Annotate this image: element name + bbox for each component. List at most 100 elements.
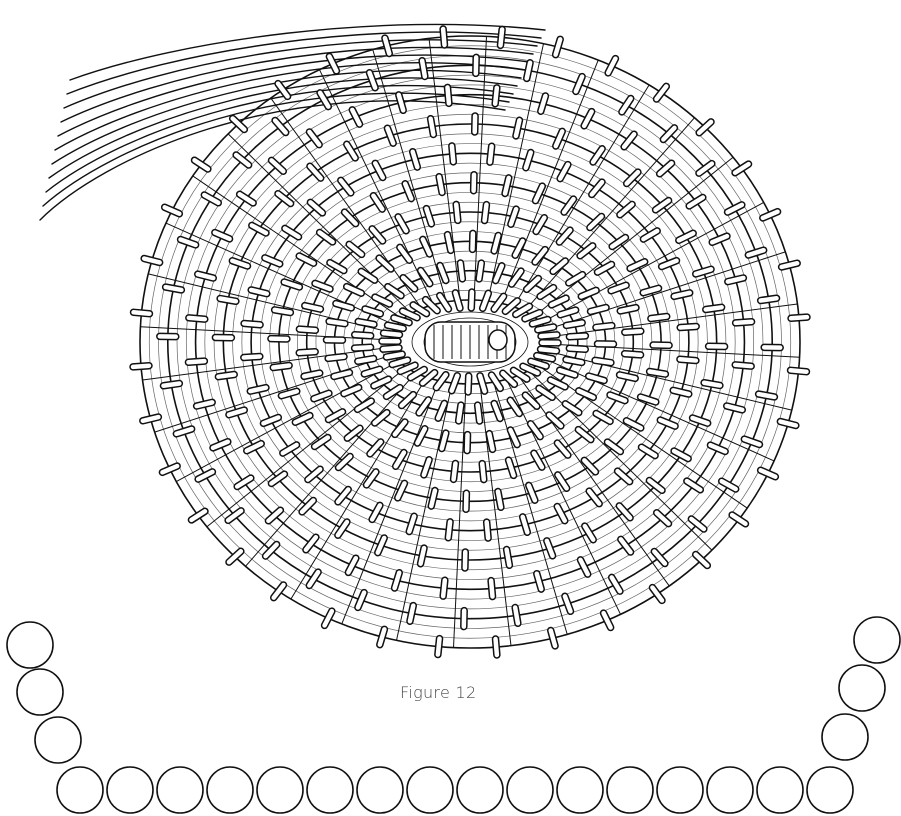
stitch (376, 626, 388, 649)
stitch (469, 230, 476, 252)
stitch (594, 341, 616, 347)
stitch (677, 323, 699, 330)
stitch (652, 82, 670, 103)
stitch (270, 581, 288, 602)
stitch (563, 319, 586, 329)
stitch (723, 402, 746, 413)
stitch (576, 556, 591, 578)
border-circle (307, 767, 353, 813)
stitch (394, 213, 410, 235)
border-circle (507, 767, 553, 813)
stitch (476, 260, 485, 283)
stitch (552, 36, 564, 59)
stitch (366, 69, 379, 92)
border-circle (17, 669, 63, 715)
stitch (503, 546, 513, 569)
stitch (724, 274, 747, 285)
stitch (344, 554, 360, 576)
stitch (370, 408, 391, 427)
stitch (380, 345, 402, 353)
stitch (352, 332, 374, 339)
stitch (332, 300, 355, 312)
stitch (427, 115, 437, 138)
stitch (326, 259, 348, 275)
stitch (677, 356, 699, 364)
stitch (474, 402, 483, 425)
stitch (435, 635, 443, 658)
stitch (368, 501, 384, 523)
stitch (193, 399, 216, 410)
stitch (268, 336, 290, 342)
stitch (194, 271, 217, 282)
stitch (675, 229, 697, 244)
stitch (530, 449, 546, 471)
stitch (732, 362, 754, 370)
stitch (343, 140, 360, 162)
stitch (267, 470, 288, 488)
stitch-line (246, 373, 416, 567)
stitch (457, 260, 466, 283)
border-circle (157, 767, 203, 813)
stitch (160, 380, 183, 389)
stitch (522, 149, 534, 172)
stitch (539, 340, 561, 346)
stitch (215, 371, 238, 380)
stitch (209, 438, 232, 452)
stitch-line (480, 384, 511, 646)
stitch-line (549, 304, 797, 337)
stitch (296, 326, 318, 334)
stitch (670, 387, 693, 398)
stitch (671, 289, 694, 300)
stitch (537, 92, 549, 115)
stitch (413, 425, 428, 447)
border-circle (57, 767, 103, 813)
stitch (270, 362, 293, 371)
stitch (354, 589, 368, 612)
stitch (606, 391, 629, 404)
stitch (324, 408, 346, 424)
stitch (659, 124, 679, 144)
stitch (732, 319, 754, 327)
stitch (617, 535, 635, 556)
stitch (187, 507, 209, 524)
stitch (651, 196, 672, 214)
stitch (695, 159, 716, 177)
stitch (261, 254, 284, 268)
stitch (620, 130, 638, 151)
stitch (295, 252, 317, 267)
stitch (708, 232, 731, 246)
stitch (381, 34, 393, 57)
stitch (423, 205, 436, 228)
stitch (757, 466, 780, 480)
stitch (622, 417, 644, 432)
stitch (280, 278, 303, 290)
stitch (229, 257, 252, 270)
figure-caption: Figure 12 (400, 681, 520, 705)
border-circle (707, 767, 753, 813)
stitch (343, 283, 366, 297)
stitch (707, 441, 730, 455)
stitch (298, 496, 318, 516)
stitch (321, 607, 336, 629)
stitch (392, 448, 408, 470)
stitch (401, 180, 415, 203)
stitch (471, 172, 478, 194)
stitch (592, 357, 615, 366)
stitch (296, 349, 318, 356)
stitch (440, 577, 448, 600)
stitch (159, 462, 182, 476)
stitch (325, 353, 348, 361)
stitch (755, 391, 778, 401)
stitch (505, 456, 518, 479)
stitch (260, 414, 283, 428)
stitch (494, 488, 504, 511)
stitch (453, 201, 461, 223)
stitch (580, 108, 596, 130)
stitch (592, 409, 614, 425)
stitch (397, 390, 417, 409)
border-circle (839, 665, 885, 711)
stitch (622, 328, 644, 335)
stitch (648, 583, 666, 604)
stitch (581, 522, 598, 544)
stitch (212, 334, 234, 340)
